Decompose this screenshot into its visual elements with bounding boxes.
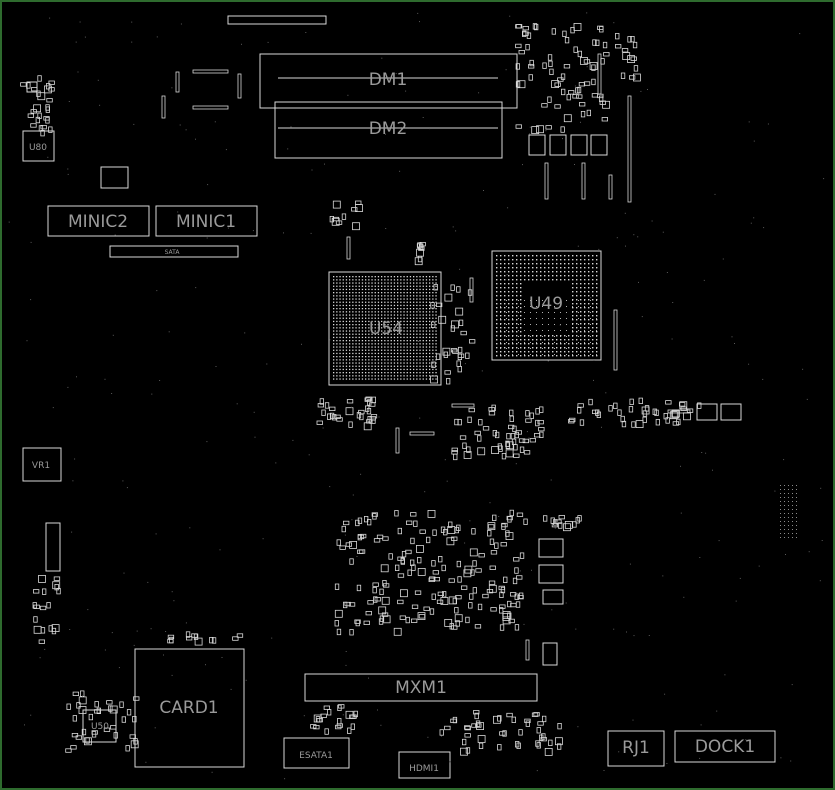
regulator-vr1[interactable] bbox=[22, 447, 62, 482]
mxm-slot-mxm1[interactable] bbox=[304, 673, 538, 702]
chip-u49[interactable] bbox=[491, 250, 602, 361]
label-mxm1: MXM1 bbox=[395, 678, 447, 698]
minicard-slot-minic2[interactable] bbox=[47, 205, 150, 237]
chip-u54[interactable] bbox=[328, 271, 442, 386]
label-hdmi1: HDMI1 bbox=[409, 764, 439, 774]
label-card1: CARD1 bbox=[159, 698, 218, 718]
label-sata: SATA bbox=[165, 249, 181, 256]
dimm-slot-dm1[interactable] bbox=[259, 53, 518, 109]
esata-connector[interactable] bbox=[283, 737, 350, 769]
dimm-slot-dm2[interactable] bbox=[274, 101, 503, 159]
chip-small-ic bbox=[100, 166, 129, 189]
sata-connector[interactable] bbox=[109, 245, 239, 258]
label-esata1: ESATA1 bbox=[299, 751, 333, 761]
hdmi-connector[interactable] bbox=[398, 751, 451, 779]
label-vr1: VR1 bbox=[32, 461, 50, 471]
label-u80: U80 bbox=[29, 143, 47, 153]
label-u54: U54 bbox=[369, 319, 403, 339]
pad-field bbox=[8, 12, 825, 780]
label-u50: U50 bbox=[91, 722, 109, 732]
label-dm2: DM2 bbox=[369, 119, 408, 139]
label-u49: U49 bbox=[529, 294, 563, 314]
label-dm1: DM1 bbox=[369, 70, 408, 90]
dock-connector[interactable] bbox=[674, 730, 776, 763]
label-minic2: MINIC2 bbox=[68, 212, 128, 232]
top-connector bbox=[227, 15, 327, 25]
minicard-slot-minic1[interactable] bbox=[155, 205, 258, 237]
label-rj1: RJ1 bbox=[622, 738, 650, 758]
card-reader-card1[interactable] bbox=[134, 648, 245, 768]
label-minic1: MINIC1 bbox=[176, 212, 236, 232]
side-connector bbox=[45, 522, 61, 572]
rj45-connector[interactable] bbox=[607, 730, 665, 767]
label-dock1: DOCK1 bbox=[695, 737, 755, 757]
chip-u80[interactable] bbox=[22, 130, 55, 162]
